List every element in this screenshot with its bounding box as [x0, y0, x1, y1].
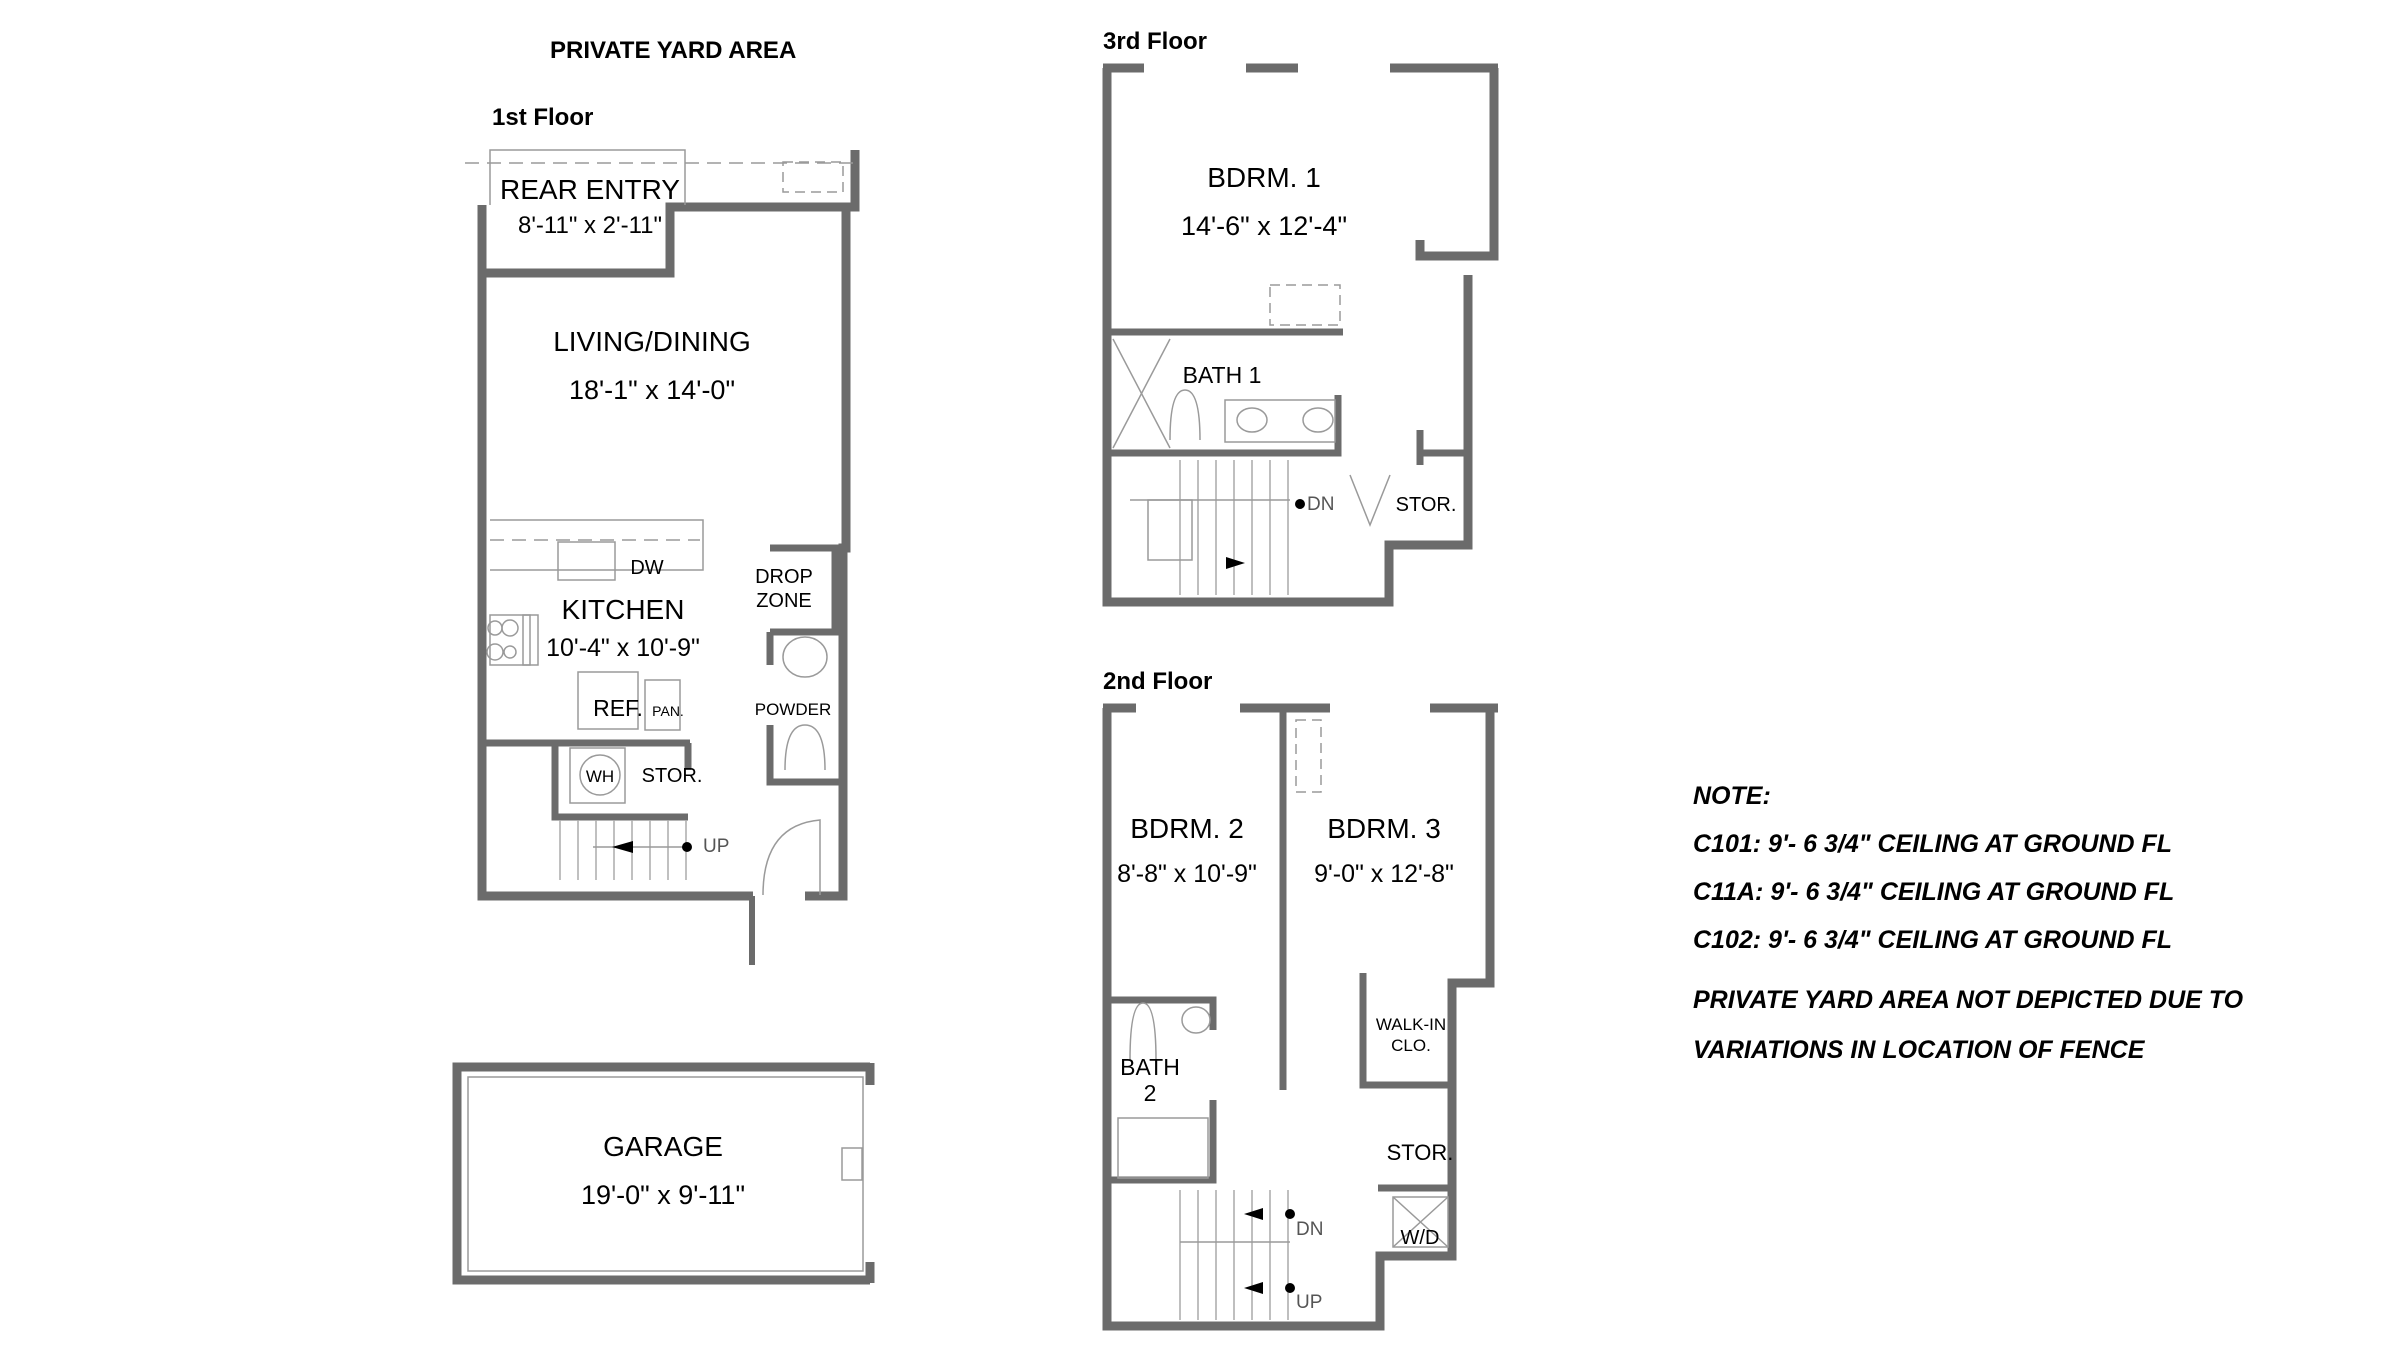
room-bedroom-1-dims: 14'-6" x 12'-4": [1180, 211, 1348, 241]
pantry-label: PAN.: [652, 703, 684, 719]
room-bedroom-1: BDRM. 1: [1207, 162, 1321, 193]
room-living-dining: LIVING/DINING: [553, 326, 751, 357]
stair-up-label-first: UP: [703, 836, 730, 857]
third-floor-label: 3rd Floor: [1103, 28, 1208, 55]
second-floor-label: 2nd Floor: [1103, 668, 1213, 695]
room-rear-entry-dims: 8'-11" x 2'-11": [517, 212, 663, 239]
room-storage-first: STOR.: [641, 765, 703, 787]
room-bath-1: BATH 1: [1182, 362, 1262, 388]
room-bedroom-2: BDRM. 2: [1130, 813, 1244, 844]
private-yard-heading: PRIVATE YARD AREA: [550, 37, 797, 64]
room-storage-second: STOR.: [1386, 1140, 1454, 1165]
note-line-yard-2: VARIATIONS IN LOCATION OF FENCE: [1693, 1036, 2145, 1064]
room-bedroom-3: BDRM. 3: [1327, 813, 1441, 844]
notes-heading: NOTE:: [1693, 782, 1771, 810]
note-line-c101: C101: 9'- 6 3/4" CEILING AT GROUND FL: [1693, 830, 2172, 858]
garage-wall: [452, 1062, 870, 1285]
note-line-c102: C102: 9'- 6 3/4" CEILING AT GROUND FL: [1693, 926, 2172, 954]
first-floor-wall: [805, 207, 851, 901]
dishwasher-label: DW: [630, 557, 664, 579]
room-bath-2-number: 2: [1143, 1080, 1157, 1106]
room-walk-in-closet-line2: CLO.: [1391, 1036, 1431, 1055]
room-bath-2: BATH: [1120, 1054, 1180, 1080]
third-floor-wall: [1102, 68, 1473, 607]
room-walk-in-closet: WALK-IN: [1375, 1015, 1447, 1034]
room-powder: POWDER: [754, 700, 832, 719]
refrigerator-label: REF.: [593, 695, 643, 721]
note-line-c11a: C11A: 9'- 6 3/4" CEILING AT GROUND FL: [1693, 878, 2175, 906]
room-garage-dims: 19'-0" x 9'-11": [580, 1180, 746, 1210]
second-floor-wall: [1102, 708, 1495, 1331]
room-kitchen-dims: 10'-4" x 10'-9": [546, 634, 700, 662]
room-storage-third: STOR.: [1395, 494, 1457, 516]
room-bedroom-3-dims: 9'-0" x 12'-8": [1314, 860, 1454, 888]
room-bedroom-2-dims: 8'-8" x 10'-9": [1117, 860, 1257, 888]
room-drop-zone-line2: ZONE: [756, 590, 812, 612]
room-rear-entry: REAR ENTRY: [500, 174, 680, 205]
room-living-dining-dims: 18'-1" x 14'-0": [568, 375, 736, 405]
first-floor-wall: [477, 273, 753, 901]
stair-down-label-second: DN: [1296, 1219, 1324, 1240]
washer-dryer-label: W/D: [1400, 1227, 1440, 1249]
note-line-yard-1: PRIVATE YARD AREA NOT DEPICTED DUE TO: [1693, 986, 2244, 1014]
room-garage: GARAGE: [603, 1131, 723, 1162]
first-floor-label: 1st Floor: [492, 104, 594, 131]
room-drop-zone: DROP: [755, 566, 813, 588]
room-kitchen: KITCHEN: [561, 594, 685, 625]
stair-down-label-third: DN: [1307, 494, 1335, 515]
first-floor-wall: [477, 150, 860, 278]
stair-up-label-second: UP: [1296, 1292, 1323, 1313]
water-heater-label: WH: [585, 767, 615, 786]
